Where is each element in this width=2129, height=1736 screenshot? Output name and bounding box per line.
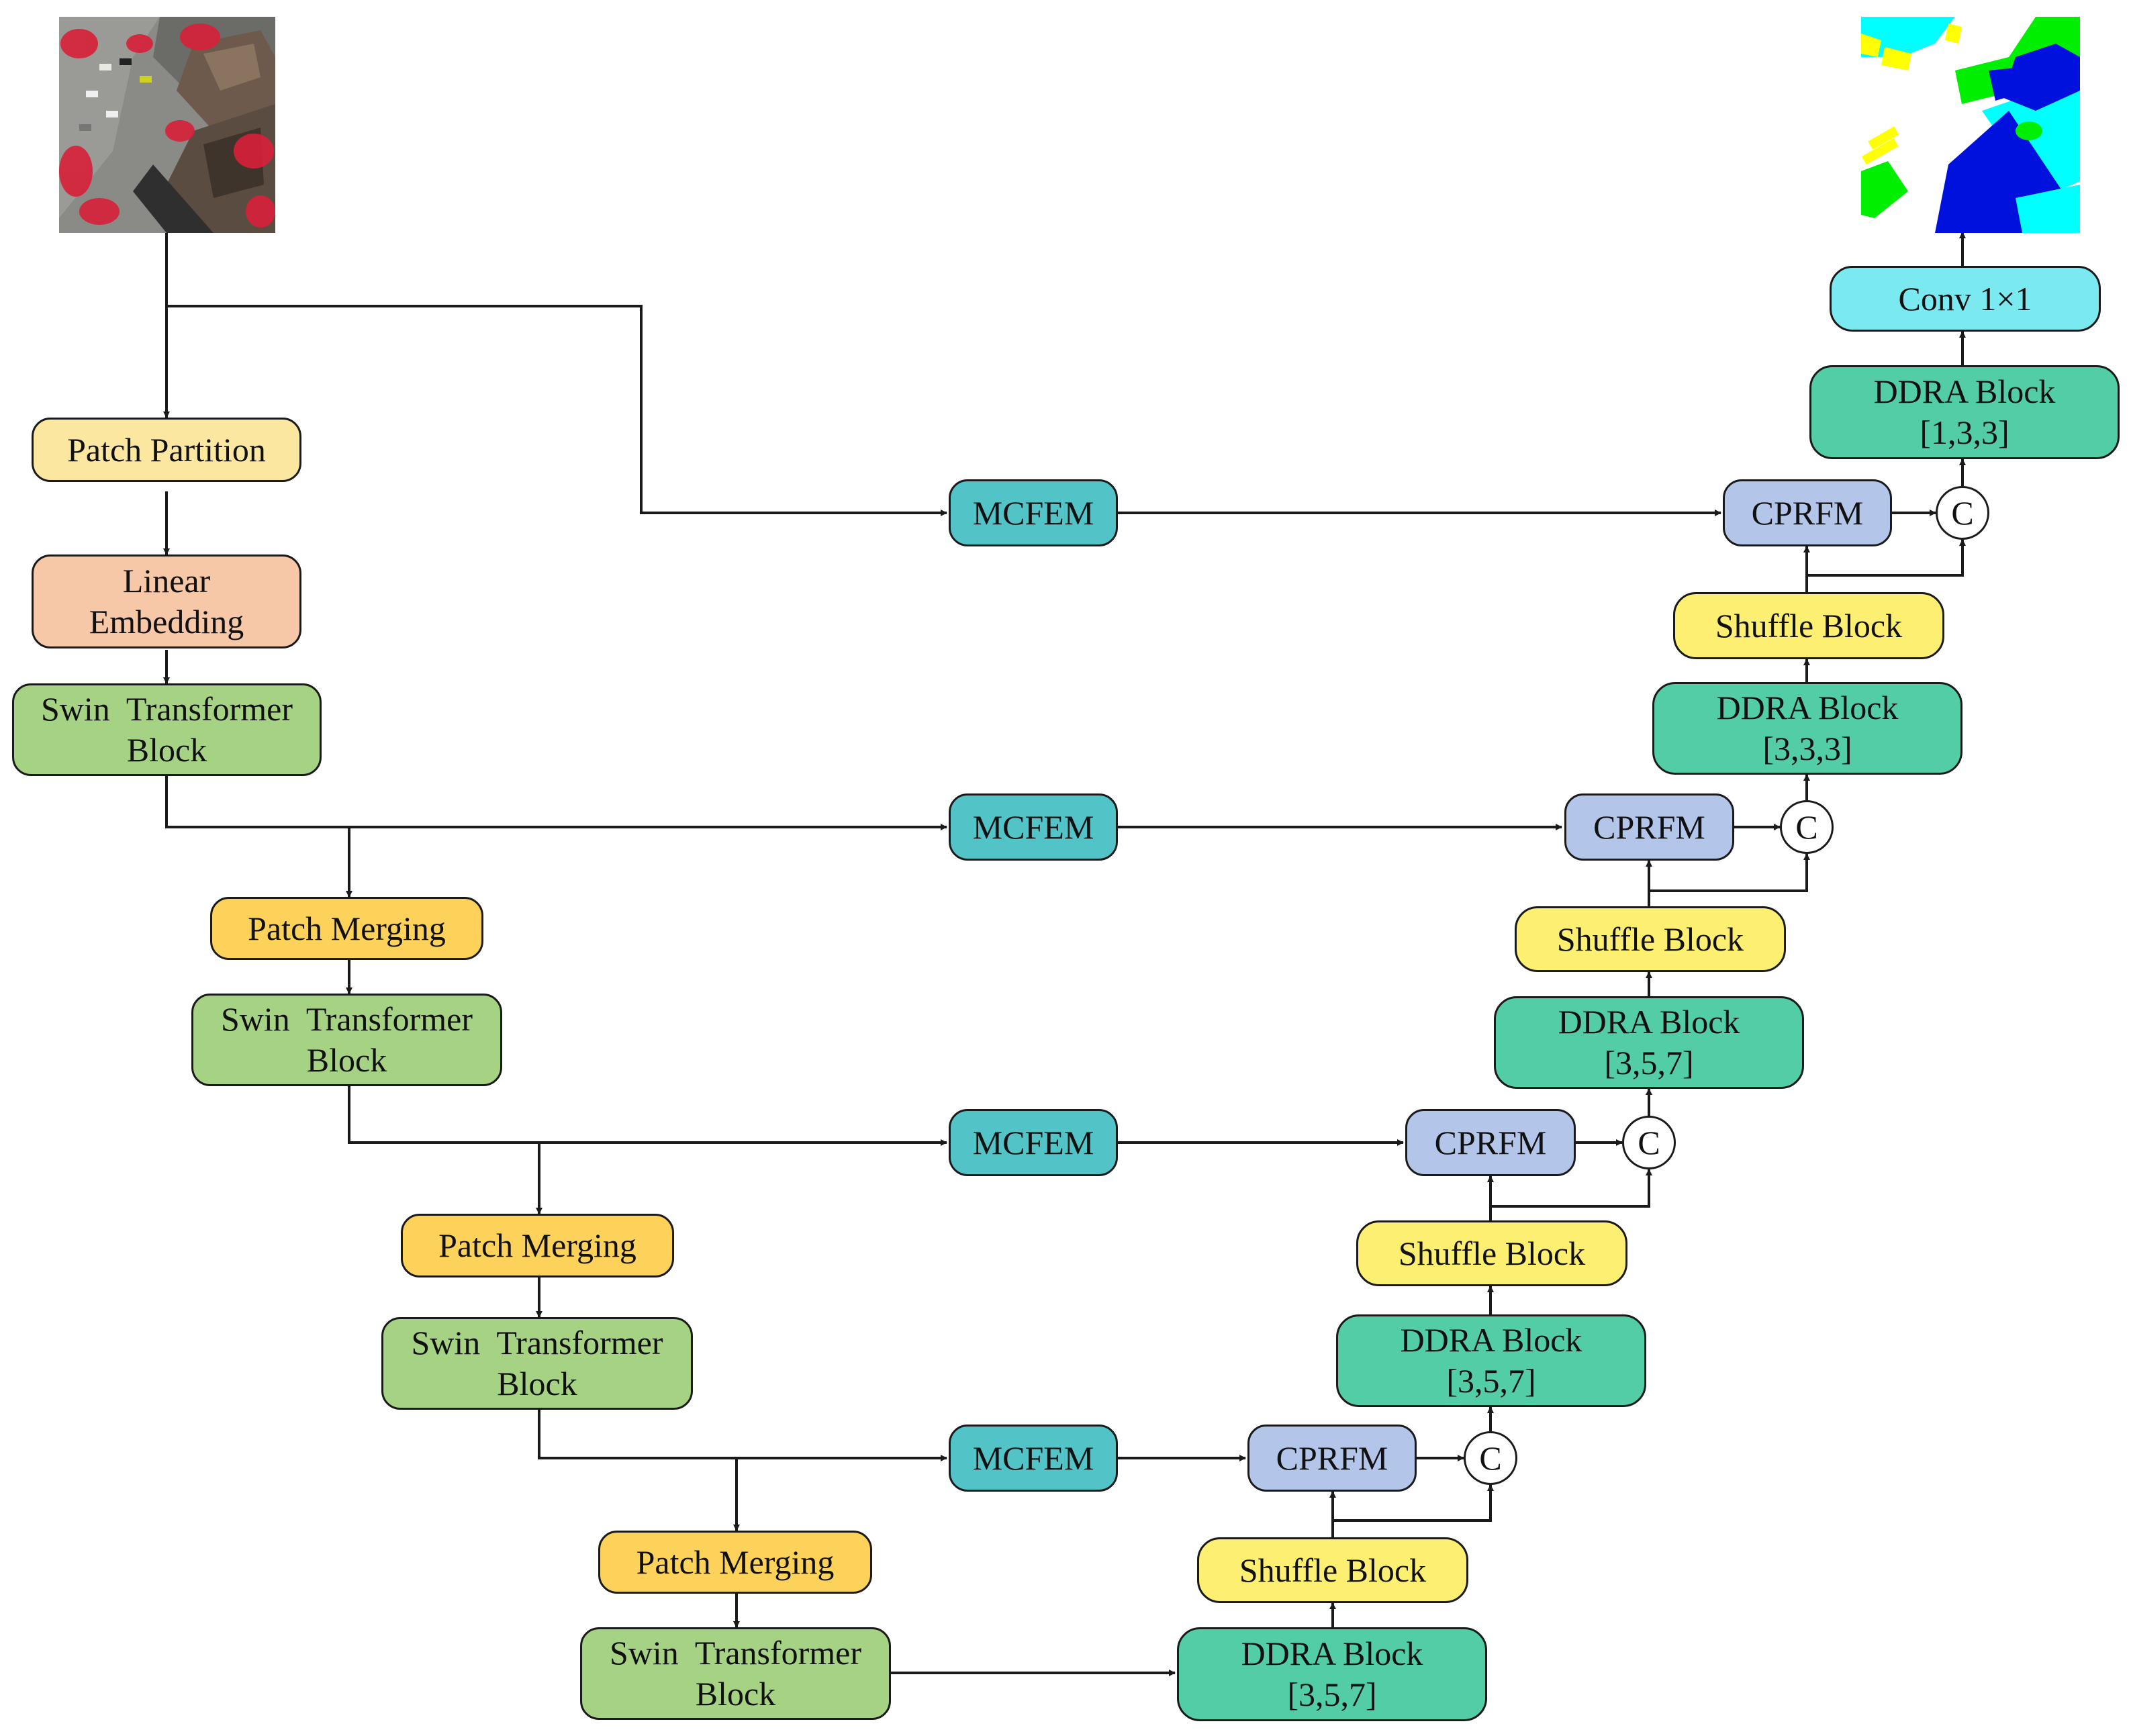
mcfem-box-1: MCFEM	[949, 479, 1118, 546]
ddra-kernels-label: [3,5,7]	[1604, 1044, 1694, 1081]
cprfm-box-4: CPRFM	[1247, 1425, 1417, 1492]
shuffle-block-label: Shuffle Block	[1239, 1551, 1427, 1589]
ddra-block-3: DDRA Block[3,5,7]	[1336, 1314, 1646, 1407]
patch-merging-box-2: Patch Merging	[401, 1214, 674, 1277]
cprfm-box-1: CPRFM	[1723, 479, 1892, 546]
aerial-image-icon	[59, 17, 275, 233]
concat-label: C	[1638, 1124, 1660, 1161]
swin-label-1: Swin Transformer	[609, 1634, 862, 1672]
patch-merging-box-1: Patch Merging	[210, 897, 483, 960]
linear-embedding-label-1: Linear	[122, 562, 211, 599]
patch-merging-box-3: Patch Merging	[598, 1531, 872, 1594]
shuffle-block-label: Shuffle Block	[1715, 606, 1903, 644]
swin-label-2: Block	[497, 1365, 577, 1402]
concat-label: C	[1951, 494, 1974, 532]
concat-label: C	[1795, 808, 1818, 846]
shuffle-block-3: Shuffle Block	[1356, 1220, 1627, 1286]
concat-label: C	[1479, 1439, 1502, 1477]
patch-merging-label: Patch Merging	[248, 909, 446, 947]
ddra-block-label: DDRA Block	[1241, 1635, 1423, 1672]
skip-line-4	[538, 1410, 947, 1461]
mcfem-label: MCFEM	[972, 493, 1094, 532]
ddra-kernels-label: [3,3,3]	[1762, 730, 1852, 767]
ddra-block-label: DDRA Block	[1873, 373, 2056, 410]
shuffle-block-4: Shuffle Block	[1197, 1537, 1468, 1603]
shuffle-block-label: Shuffle Block	[1398, 1234, 1586, 1272]
shuffle-block-2: Shuffle Block	[1515, 906, 1786, 972]
linear-embedding-label-2: Embedding	[89, 603, 244, 640]
skip-line-1	[167, 305, 947, 516]
skip-line-3	[348, 1086, 947, 1146]
cprfm-label: CPRFM	[1593, 808, 1705, 846]
swin-label-2: Block	[126, 731, 207, 769]
skip-line-2	[165, 776, 947, 830]
ddra-block-label: DDRA Block	[1716, 689, 1899, 726]
ddra-kernels-label: [1,3,3]	[1920, 414, 2009, 451]
conv-1x1-box: Conv 1×1	[1830, 266, 2101, 332]
swin-label-1: Swin Transformer	[220, 1000, 473, 1038]
ddra-kernels-label: [3,5,7]	[1446, 1362, 1536, 1400]
cprfm-label: CPRFM	[1751, 493, 1864, 532]
ddra-block-label: DDRA Block	[1400, 1321, 1582, 1359]
swin-label-1: Swin Transformer	[411, 1324, 663, 1361]
ddra-block-final: DDRA Block [1,3,3]	[1809, 365, 2120, 459]
segmentation-map-icon	[1861, 17, 2080, 233]
ddra-block-label: DDRA Block	[1558, 1003, 1740, 1041]
concat-icon: C	[1464, 1431, 1517, 1485]
cprfm-box-3: CPRFM	[1405, 1109, 1576, 1176]
patch-partition-label: Patch Partition	[67, 430, 266, 469]
swin-label-2: Block	[306, 1041, 387, 1079]
patch-merging-label: Patch Merging	[636, 1543, 835, 1581]
cprfm-label: CPRFM	[1276, 1439, 1388, 1477]
shuffle-block-label: Shuffle Block	[1556, 920, 1744, 958]
mcfem-box-4: MCFEM	[949, 1425, 1118, 1492]
ddra-block-1: DDRA Block [3,3,3]	[1652, 682, 1962, 775]
cprfm-box-2: CPRFM	[1564, 793, 1734, 861]
mcfem-label: MCFEM	[972, 1123, 1094, 1161]
mcfem-label: MCFEM	[972, 1439, 1094, 1477]
swin-label-2: Block	[695, 1675, 776, 1713]
concat-icon: C	[1780, 800, 1834, 854]
ddra-block-2: DDRA Block[3,5,7]	[1494, 996, 1804, 1089]
mcfem-box-2: MCFEM	[949, 793, 1118, 861]
mcfem-box-3: MCFEM	[949, 1109, 1118, 1176]
shuffle-block-1: Shuffle Block	[1673, 592, 1944, 659]
conv-label: Conv 1×1	[1898, 279, 2032, 318]
concat-icon: C	[1622, 1116, 1676, 1169]
concat-icon: C	[1936, 486, 1989, 540]
mcfem-label: MCFEM	[972, 808, 1094, 846]
patch-merging-label: Patch Merging	[438, 1226, 636, 1264]
ddra-kernels-label: [3,5,7]	[1287, 1676, 1377, 1713]
patch-partition-box: Patch Partition	[32, 418, 301, 482]
swin-label-1: Swin Transformer	[40, 690, 293, 728]
cprfm-label: CPRFM	[1434, 1123, 1547, 1161]
ddra-block-4: DDRA Block [3,5,7]	[1177, 1627, 1487, 1721]
